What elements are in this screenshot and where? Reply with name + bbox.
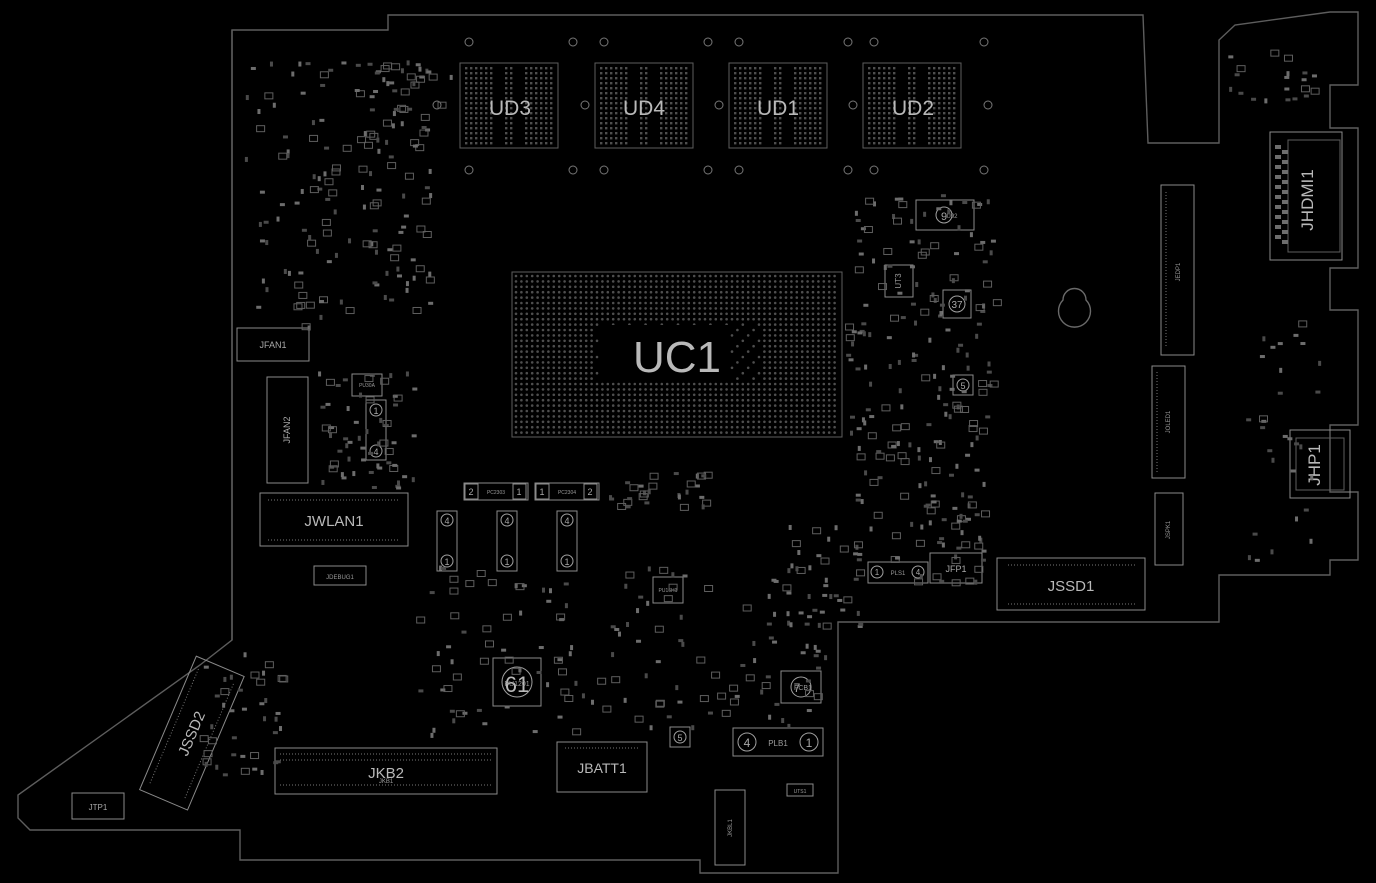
chip-uts1: UTS1 [786, 783, 814, 797]
joled1-label: JOLED1 [1166, 410, 1172, 433]
component-5b: 5 [669, 726, 691, 748]
capacitor-pc2303: 2 1 PC2303 [463, 482, 529, 501]
inductor-column-c: 4 1 [556, 510, 578, 572]
connector-joled1: JOLED1 [1151, 365, 1186, 479]
ud3-label: UD3 [489, 97, 531, 120]
connector-jtp1: JTP1 [71, 792, 125, 820]
svg-text:4: 4 [373, 447, 378, 457]
memory-chip-ud4: UD4 [594, 62, 694, 149]
fcb1-pin-label: 7 [794, 681, 801, 695]
jedp1-label: JEDP1 [1176, 262, 1182, 281]
svg-text:4: 4 [564, 516, 569, 526]
pls1-pin1-label: 1 [875, 568, 880, 577]
ic-61-label: 61 [505, 672, 529, 697]
pc2303-pin1-label: 1 [516, 487, 521, 497]
svg-text:1: 1 [504, 557, 509, 567]
chip-u92: 9 U92 [915, 199, 975, 231]
connector-jfan1: JFAN1 [236, 327, 310, 362]
connector-jssd1: JSSD1 [996, 557, 1146, 611]
cpu-uc1: UC1 [511, 271, 843, 438]
jspk1-label: JSPK1 [1166, 520, 1172, 539]
ud1-label: UD1 [757, 97, 799, 120]
jkbl1-label: JKBL1 [728, 819, 734, 837]
power-ic-pu1201: 61 PU1201 [492, 657, 542, 707]
svg-text:1: 1 [373, 406, 378, 416]
connector-jdebug1: JDEBUG1 [313, 565, 367, 586]
jkb2-label: JKB2 [368, 765, 404, 782]
connector-jkbl1: JKBL1 [714, 789, 746, 866]
fuse-fcb1: 7 FCB1 [780, 670, 822, 704]
pu1201-label: PU1201 [504, 681, 529, 688]
chip-37-label: 37 [951, 300, 963, 311]
u92-pin-label: 9 [941, 211, 947, 223]
jfp1-label: JFP1 [945, 564, 966, 574]
connector-jspk1: JSPK1 [1154, 492, 1184, 566]
fcb1-label: FCB1 [794, 685, 812, 692]
jssd1-label: JSSD1 [1048, 578, 1095, 595]
capacitor-pc2304: 1 2 PC2304 [534, 482, 600, 501]
connector-jbatt1: JBATT1 [556, 741, 648, 793]
svg-text:1: 1 [444, 557, 449, 567]
jdebug1-label: JDEBUG1 [326, 575, 354, 581]
mounting-hole [1057, 287, 1092, 328]
pu16h1-label: PU16H1 [659, 588, 678, 594]
chip-ut3: UT3 [884, 264, 914, 298]
jhp1-label: JHP1 [1305, 444, 1324, 486]
memory-chip-ud2: UD2 [862, 62, 962, 149]
pu30a-label: PU30A [359, 383, 376, 389]
pc2304-label: PC2304 [558, 490, 576, 496]
uc1-label: UC1 [633, 333, 721, 382]
plb1-label: PLB1 [768, 739, 788, 748]
memory-fiducials [432, 37, 993, 175]
component-5b-label: 5 [677, 733, 682, 743]
component-5a-label: 5 [960, 381, 965, 391]
chip-pu16h1: PU16H1 [652, 576, 684, 604]
jwlan1-label: JWLAN1 [304, 513, 363, 530]
ud2-label: UD2 [892, 97, 934, 120]
pls1-label: PLS1 [891, 571, 906, 577]
svg-text:4: 4 [504, 516, 509, 526]
u92-label: U92 [946, 214, 958, 220]
jfan1-label: JFAN1 [259, 340, 286, 350]
connector-jhdmi1: JHDMI1 [1269, 131, 1343, 261]
connector-jwlan1: JWLAN1 [259, 492, 409, 547]
connector-jedp1: JEDP1 [1160, 184, 1195, 356]
inductor-plb1: 4 1 PLB1 [732, 727, 824, 757]
jfan2-label: JFAN2 [282, 416, 292, 443]
ut3-label: UT3 [894, 273, 903, 289]
board-outline [17, 11, 1359, 874]
uts1-label: UTS1 [794, 789, 807, 795]
ud4-label: UD4 [623, 97, 665, 120]
pc2304-pin2-label: 2 [587, 487, 592, 497]
jkb1-label: JKB1 [379, 779, 394, 785]
inductor-column-b: 4 1 [496, 510, 518, 572]
pc2304-pin1-label: 1 [539, 487, 544, 497]
plb1-pin1-label: 1 [806, 736, 813, 750]
pc2303-pin2-label: 2 [468, 487, 473, 497]
plb1-pin4-label: 4 [744, 736, 751, 750]
inductor-column-a: 4 1 [436, 510, 458, 572]
connector-jfp1: JFP1 [929, 552, 983, 584]
pc2303-label: PC2303 [487, 490, 505, 496]
svg-text:1: 1 [564, 557, 569, 567]
memory-chip-ud1: UD1 [728, 62, 828, 149]
jhdmi1-label: JHDMI1 [1298, 169, 1317, 230]
connector-jfan2: JFAN2 [266, 376, 309, 484]
memory-chip-ud3: UD3 [459, 62, 559, 149]
chip-pu30a: PU30A [351, 373, 383, 397]
jtp1-label: JTP1 [89, 803, 108, 812]
connector-jhp1: JHP1 [1289, 429, 1351, 499]
svg-text:4: 4 [444, 516, 449, 526]
pls1-pin4-label: 4 [916, 568, 921, 577]
smd-parts [199, 49, 1322, 777]
connector-jkb2: JKB2 JKB1 [274, 747, 498, 795]
jbatt1-label: JBATT1 [577, 760, 627, 776]
